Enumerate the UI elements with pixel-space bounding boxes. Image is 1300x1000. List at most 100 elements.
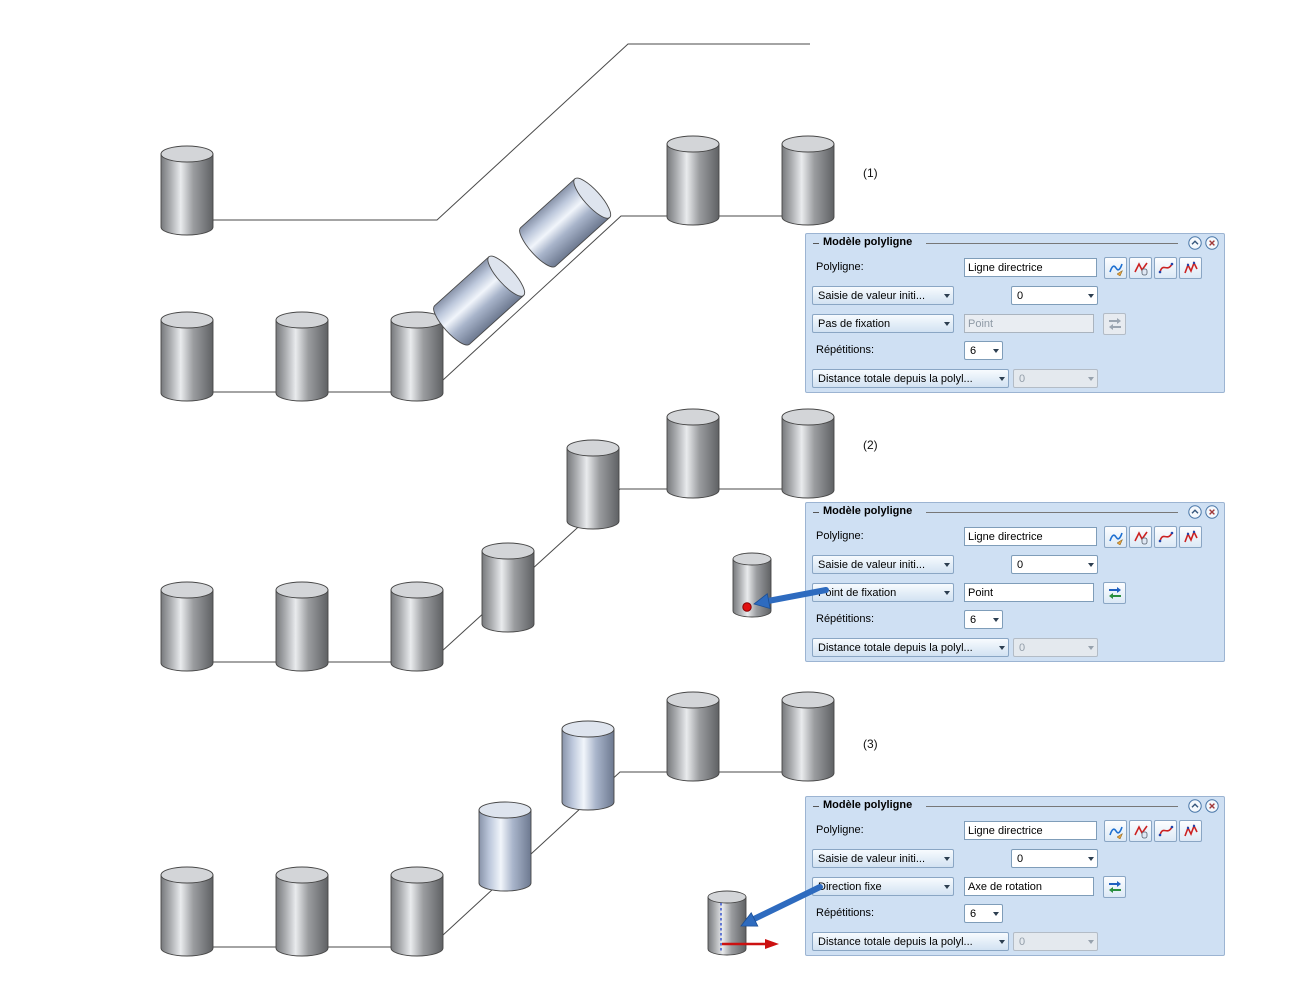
zigzag-polyline-button[interactable] [1179, 526, 1202, 548]
initial-value-mode-combo[interactable]: Saisie de valeur initi... [812, 286, 954, 305]
pick-fixation-button[interactable] [1103, 876, 1126, 898]
repetitions-combo[interactable]: 6 [964, 341, 1003, 360]
polyline-pick-icon [1108, 532, 1123, 545]
header-rule [926, 806, 1178, 807]
repetitions-combo[interactable]: 6 [964, 904, 1003, 923]
pick-polyline-button[interactable] [1104, 257, 1127, 279]
chevron-down-icon [999, 645, 1005, 650]
diagram-1 [160, 43, 835, 402]
cylinder-tilted [428, 251, 531, 351]
fixation-value-input [964, 314, 1094, 333]
fixation-value-input[interactable] [964, 583, 1094, 602]
polyline-input[interactable] [964, 527, 1097, 546]
polyline-label: Polyligne: [816, 824, 864, 836]
chevron-down-icon [944, 856, 950, 861]
fixation-value-input[interactable] [964, 877, 1094, 896]
fixation-mode-combo[interactable]: Pas de fixation [812, 314, 954, 333]
collapse-button[interactable] [1188, 505, 1202, 519]
swap-arrows-icon [1108, 318, 1121, 330]
polyline-input[interactable] [964, 821, 1097, 840]
fixation-mode-combo[interactable]: Point de fixation [812, 583, 954, 602]
initial-value-mode-combo[interactable]: Saisie de valeur initi... [812, 555, 954, 574]
collapse-dash [813, 512, 819, 513]
initial-value-combo[interactable]: 0 [1011, 555, 1098, 574]
smooth-curve-button[interactable] [1154, 526, 1177, 548]
cylinder-source [707, 890, 747, 956]
cylinder [781, 135, 835, 226]
distance-value-combo: 0 [1013, 932, 1098, 951]
zigzag-polyline-button[interactable] [1179, 820, 1202, 842]
header-rule [926, 512, 1178, 513]
smooth-curve-icon [1158, 531, 1173, 543]
header-rule [926, 243, 1178, 244]
chevron-down-icon [1088, 293, 1094, 298]
panel-title: Modèle polyligne [823, 236, 913, 248]
polyline-pick-icon [1108, 826, 1123, 839]
collapse-button[interactable] [1188, 799, 1202, 813]
pick-fixation-button [1103, 313, 1126, 335]
chevron-down-icon [1088, 562, 1094, 567]
fixation-point-marker [742, 602, 752, 612]
fixation-mode-combo[interactable]: Direction fixe [812, 877, 954, 896]
polyline-label: Polyligne: [816, 261, 864, 273]
cylinder [275, 311, 329, 402]
pick-polyline-button[interactable] [1104, 526, 1127, 548]
polyline-label: Polyligne: [816, 530, 864, 542]
pick-fixation-button[interactable] [1103, 582, 1126, 604]
cylinder [390, 311, 444, 402]
repetitions-combo[interactable]: 6 [964, 610, 1003, 629]
pick-polyline-button[interactable] [1104, 820, 1127, 842]
cylinder-highlighted [561, 720, 615, 811]
chevron-down-icon [993, 348, 999, 353]
cylinder [781, 408, 835, 499]
cylinder-tilted [514, 173, 617, 273]
chevron-down-icon [944, 562, 950, 567]
polyline-zigzag-icon [1183, 824, 1198, 837]
smooth-curve-icon [1158, 262, 1173, 274]
diagram-3 [160, 691, 835, 957]
zigzag-polyline-button[interactable] [1179, 257, 1202, 279]
cylinder [390, 866, 444, 957]
initial-value-mode-combo[interactable]: Saisie de valeur initi... [812, 849, 954, 868]
edit-polyline-button[interactable] [1129, 820, 1152, 842]
collapse-dash [813, 806, 819, 807]
repetitions-label: Répétitions: [816, 613, 875, 625]
chevron-down-icon [944, 321, 950, 326]
close-button[interactable] [1205, 799, 1219, 813]
swap-arrows-icon [1108, 881, 1121, 893]
chevron-down-icon [1088, 645, 1094, 650]
cylinder [666, 408, 720, 499]
polyline-pattern-panel-2: Modèle polyligne Polyligne: Saisie de va… [805, 502, 1225, 662]
distance-value-combo: 0 [1013, 369, 1098, 388]
polyline-cursor-icon [1133, 825, 1148, 839]
figure-label-1: (1) [863, 166, 878, 180]
repetitions-label: Répétitions: [816, 344, 875, 356]
edit-polyline-button[interactable] [1129, 257, 1152, 279]
chevron-down-icon [1088, 939, 1094, 944]
smooth-curve-button[interactable] [1154, 257, 1177, 279]
polyline-cursor-icon [1133, 531, 1148, 545]
close-button[interactable] [1205, 505, 1219, 519]
guide-polyline [187, 43, 810, 221]
smooth-curve-icon [1158, 825, 1173, 837]
distance-mode-combo[interactable]: Distance totale depuis la polyl... [812, 638, 1009, 657]
distance-mode-combo[interactable]: Distance totale depuis la polyl... [812, 369, 1009, 388]
close-button[interactable] [1205, 236, 1219, 250]
figure-label-3: (3) [863, 737, 878, 751]
panel-title: Modèle polyligne [823, 799, 913, 811]
edit-polyline-button[interactable] [1129, 526, 1152, 548]
chevron-down-icon [999, 376, 1005, 381]
initial-value-combo[interactable]: 0 [1011, 849, 1098, 868]
result-polyline [175, 215, 810, 393]
polyline-pattern-panel-1: Modèle polyligne Polyligne: Saisie de va… [805, 233, 1225, 393]
chevron-down-icon [993, 911, 999, 916]
chevron-down-icon [1088, 856, 1094, 861]
initial-value-combo[interactable]: 0 [1011, 286, 1098, 305]
distance-mode-combo[interactable]: Distance totale depuis la polyl... [812, 932, 1009, 951]
collapse-button[interactable] [1188, 236, 1202, 250]
polyline-input[interactable] [964, 258, 1097, 277]
smooth-curve-button[interactable] [1154, 820, 1177, 842]
polyline-zigzag-icon [1183, 530, 1198, 543]
cylinder-highlighted [478, 801, 532, 892]
